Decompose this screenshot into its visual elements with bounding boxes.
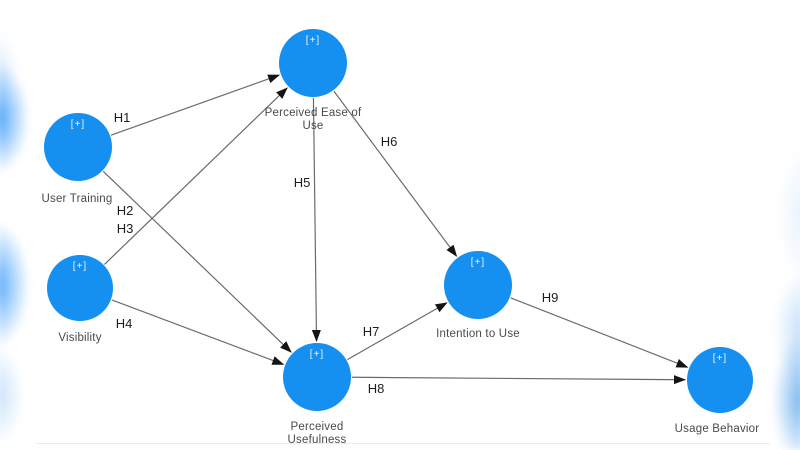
relationship-arrow-H2[interactable] [102, 170, 292, 353]
relationship-arrow-H1[interactable] [110, 74, 281, 136]
construct-circle-visibility[interactable] [47, 255, 113, 321]
positive-indicator-icon: [+] [713, 353, 727, 364]
hypothesis-path-H6: H6 [333, 90, 458, 257]
construct-circle-perceived-ease-of-use[interactable] [279, 29, 347, 97]
hypothesis-path-H5: H5 [294, 97, 321, 343]
relationship-arrow-H5[interactable] [311, 97, 321, 343]
construct-circle-usage-behavior[interactable] [687, 347, 753, 413]
positive-indicator-icon: [+] [471, 257, 485, 268]
hypothesis-label-H1: H1 [114, 110, 131, 125]
construct-intention-to-use[interactable]: [+] Intention to Use [436, 251, 520, 340]
hypothesis-path-H7: H7 [347, 302, 448, 361]
construct-label-perceived-ease-of-use: Use [302, 120, 323, 132]
construct-usage-behavior[interactable]: [+] Usage Behavior [675, 347, 760, 435]
relationship-arrow-H6[interactable] [333, 90, 458, 257]
construct-circle-intention-to-use[interactable] [444, 251, 512, 319]
construct-label-perceived-ease-of-use: Perceived Ease of [265, 107, 362, 119]
hypothesis-label-H6: H6 [381, 134, 398, 149]
hypothesis-path-H4: H4 [111, 299, 285, 365]
construct-label-usage-behavior: Usage Behavior [675, 423, 760, 435]
hypothesis-path-H9: H9 [510, 290, 689, 368]
positive-indicator-icon: [+] [71, 119, 85, 130]
hypothesis-path-H1: H1 [110, 74, 281, 136]
construct-label-visibility: Visibility [58, 332, 101, 344]
hypothesis-label-H8: H8 [368, 381, 385, 396]
construct-circle-user-training[interactable] [44, 113, 112, 181]
relationship-arrow-H9[interactable] [510, 297, 689, 368]
hypothesis-label-H5: H5 [294, 175, 311, 190]
relationship-arrow-H7[interactable] [347, 302, 448, 361]
relationship-arrow-H3[interactable] [104, 87, 288, 265]
positive-indicator-icon: [+] [73, 261, 87, 272]
positive-indicator-icon: [+] [310, 349, 324, 360]
hypothesis-path-H3: H3 [104, 87, 288, 265]
hypothesis-label-H2: H2 [117, 203, 134, 218]
construct-circle-perceived-usefulness[interactable] [283, 343, 351, 411]
hypothesis-label-H3: H3 [117, 221, 134, 236]
nodes-layer: [+] User Training [+] Visibility [+] Perceive… [42, 29, 760, 446]
hypothesis-path-H8: H8 [351, 375, 687, 396]
hypothesis-label-H9: H9 [542, 290, 559, 305]
relationship-arrow-H8[interactable] [351, 375, 687, 385]
hypothesis-path-H2: H2 [102, 170, 292, 353]
positive-indicator-icon: [+] [306, 35, 320, 46]
hypothesis-label-H4: H4 [116, 316, 133, 331]
construct-user-training[interactable]: [+] User Training [42, 113, 113, 205]
construct-label-perceived-usefulness: Perceived [291, 421, 344, 433]
construct-visibility[interactable]: [+] Visibility [47, 255, 113, 344]
construct-label-user-training: User Training [42, 193, 113, 205]
hypothesis-label-H7: H7 [363, 324, 380, 339]
relationship-arrow-H4[interactable] [111, 299, 285, 365]
construct-label-perceived-usefulness: Usefulness [288, 434, 347, 446]
construct-label-intention-to-use: Intention to Use [436, 328, 520, 340]
